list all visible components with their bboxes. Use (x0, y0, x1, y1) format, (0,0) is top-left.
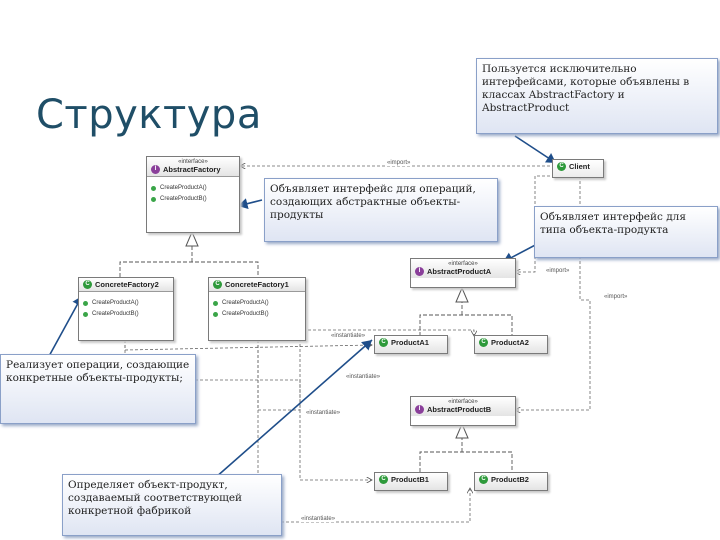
callout-abstract-factory (237, 198, 263, 210)
client-name: Client (569, 162, 590, 171)
abstract-factory-name: AbstractFactory (163, 165, 221, 174)
class-icon: C (557, 162, 566, 171)
product-a1-name: ProductA1 (391, 338, 429, 347)
method-icon (213, 311, 218, 317)
instantiate-label: «instantiate» (300, 516, 337, 522)
stereotype-label: «interface» (178, 159, 208, 165)
realization-triangle-apa (455, 286, 469, 303)
class-icon: C (213, 280, 222, 289)
method-icon (151, 196, 156, 202)
realization-triangle-apb (455, 422, 469, 439)
cf1-instantiate-a2 (257, 329, 474, 411)
operation-label: CreateProductA() (160, 185, 207, 191)
callout-concrete-factory (47, 295, 83, 359)
operation-label: CreateProductB() (222, 311, 269, 317)
abstract-product-a-name: AbstractProductA (427, 267, 492, 276)
cf2-realizes-af (119, 261, 259, 277)
product-b1-name: ProductB1 (391, 475, 429, 484)
class-icon: C (379, 475, 388, 484)
operation-label: CreateProductB() (92, 311, 139, 317)
method-icon (213, 300, 218, 306)
stereotype-label: «interface» (448, 399, 478, 405)
b1-realizes-apb (419, 451, 513, 472)
instantiate-label: «instantiate» (305, 410, 342, 416)
instantiate-label: «instantiate» (330, 333, 367, 339)
method-icon (83, 311, 88, 317)
abstract-product-note: Объявляет интерфейс для типа объекта-про… (534, 206, 718, 258)
concrete-factory-note: Реализует операции, создающие конкретные… (0, 354, 196, 424)
cf1-instantiate-b2 (257, 340, 470, 523)
operation-label: CreateProductA() (92, 300, 139, 306)
interface-icon: I (415, 267, 424, 276)
product-b2-name: ProductB2 (491, 475, 529, 484)
class-icon: C (479, 338, 488, 347)
realization-triangle-af (185, 230, 199, 247)
method-icon (83, 300, 88, 306)
abstract-factory-operations: CreateProductA() CreateProductB() (147, 177, 239, 210)
interface-icon: I (151, 165, 160, 174)
class-icon: C (479, 475, 488, 484)
stereotype-label: «interface» (448, 261, 478, 267)
product-a2-name: ProductA2 (491, 338, 529, 347)
callout-concrete-product (214, 339, 373, 479)
a1-realizes-apa (419, 314, 513, 336)
method-icon (151, 185, 156, 191)
concrete-product-note: Определяет объект-продукт, создаваемый с… (62, 474, 282, 536)
operation-label: CreateProductB() (160, 196, 207, 202)
abstract-product-b-name: AbstractProductB (427, 405, 492, 414)
slide-title: Структура (36, 92, 262, 138)
class-icon: C (379, 338, 388, 347)
abstract-factory-note: Объявляет интерфейс для операций, создаю… (264, 178, 498, 242)
import-label: «import» (386, 160, 412, 166)
cf2-instantiate-a1 (124, 340, 372, 351)
concrete-factory2-name: ConcreteFactory2 (95, 280, 159, 289)
import-label: «import» (545, 268, 571, 274)
interface-icon: I (415, 405, 424, 414)
operation-label: CreateProductA() (222, 300, 269, 306)
concrete-factory1-name: ConcreteFactory1 (225, 280, 289, 289)
import-label: «import» (603, 294, 629, 300)
client-import-product-b (515, 176, 591, 410)
instantiate-label: «instantiate» (345, 374, 382, 380)
client-note: Пользуется исключительно интерфейсами, к… (476, 58, 718, 134)
class-icon: C (83, 280, 92, 289)
callout-client (514, 135, 557, 164)
